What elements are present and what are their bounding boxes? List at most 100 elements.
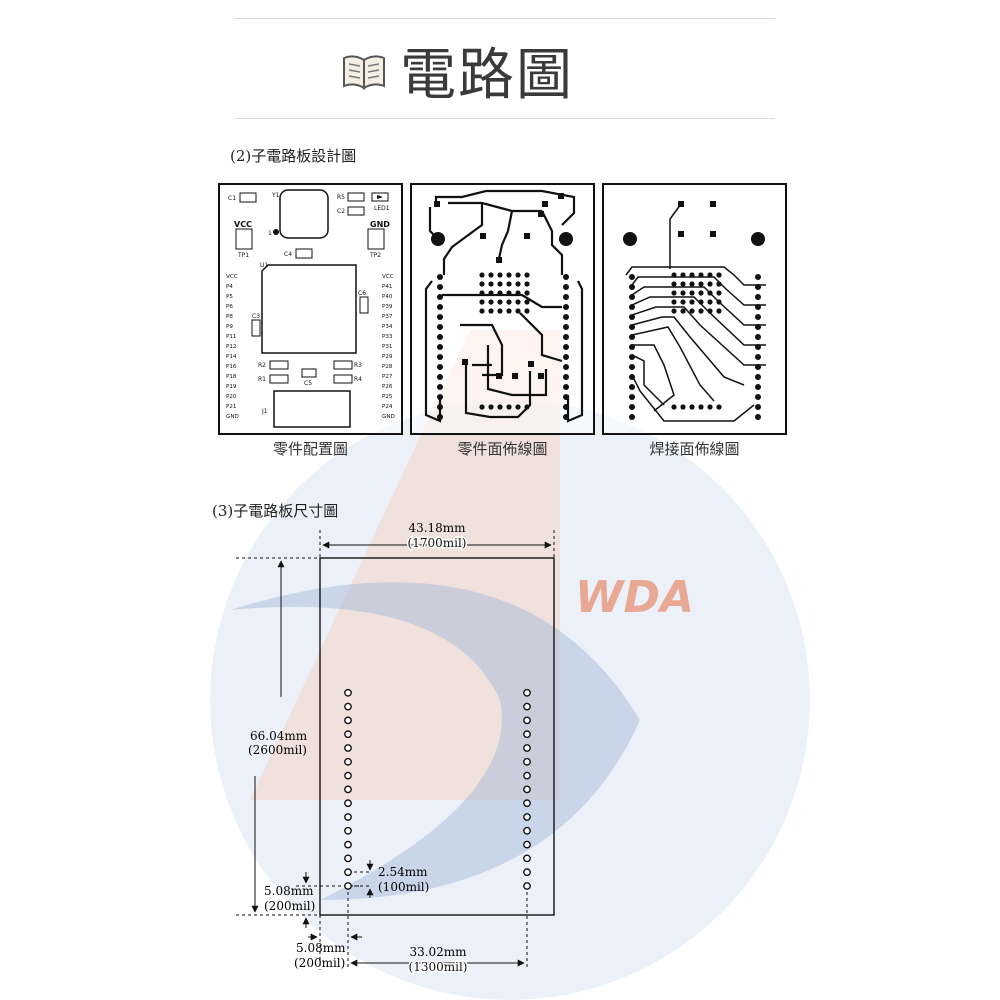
right-row-hole	[523, 757, 531, 766]
header-pad	[629, 384, 635, 390]
chip-pad	[506, 299, 512, 305]
height-mm-label: 66.04mm	[250, 729, 308, 743]
top-divider	[235, 18, 775, 19]
chip-pad	[698, 308, 704, 314]
header-pad	[629, 354, 635, 360]
right-pin-label: P31	[382, 344, 393, 350]
connector-pad	[707, 404, 713, 410]
right-row-hole	[523, 785, 531, 794]
chip-pad	[698, 281, 704, 287]
header-pad	[629, 374, 635, 380]
header-pad	[563, 274, 569, 280]
connector-pad	[488, 404, 494, 410]
chip-pad	[497, 299, 503, 305]
chip-pad	[497, 290, 503, 296]
chip-u1	[261, 264, 357, 354]
chip-pad	[497, 281, 503, 287]
header-pad	[629, 274, 635, 280]
left-pin-label: P5	[226, 294, 233, 300]
right-pin-label: P26	[382, 384, 393, 390]
label-c4: C4	[284, 251, 292, 258]
right-pin-label: P34	[382, 324, 393, 330]
header-pad	[629, 324, 635, 330]
chip-pad	[698, 272, 704, 278]
label-pin-one: 1	[268, 230, 272, 237]
label-j1: J1	[261, 408, 268, 415]
header-pad	[437, 354, 443, 360]
right-row-hole	[523, 826, 531, 835]
header-pad	[563, 354, 569, 360]
chip-pad	[506, 308, 512, 314]
header-pad	[563, 294, 569, 300]
header-pad	[629, 284, 635, 290]
width-mm-label: 43.18mm	[408, 521, 466, 535]
label-r2: R2	[258, 362, 266, 369]
right-pin-label: GND	[382, 414, 395, 420]
left-row-hole	[344, 757, 352, 766]
header-pad	[437, 284, 443, 290]
chip-pad	[716, 281, 722, 287]
chip-pad	[707, 308, 713, 314]
chip-pad	[488, 299, 494, 305]
header-pad	[755, 414, 761, 420]
caption-component-side-routing: 零件面佈線圖	[457, 440, 548, 458]
left-row-hole	[344, 716, 352, 725]
connector-pad	[698, 404, 704, 410]
right-pin-label: P41	[382, 284, 393, 290]
chip-pad	[716, 299, 722, 305]
width-mil-label: (1700mil)	[408, 536, 467, 550]
connector-pad	[524, 404, 530, 410]
header-pad	[629, 314, 635, 320]
chip-pad	[506, 272, 512, 278]
connector-pad	[671, 404, 677, 410]
header-pad	[437, 294, 443, 300]
chip-pad	[506, 290, 512, 296]
header-pad	[437, 414, 443, 420]
height-mil-label: (2600mil)	[248, 743, 307, 757]
right-pin-label: P33	[382, 334, 393, 340]
title-divider	[235, 118, 775, 119]
chip-pad	[488, 308, 494, 314]
header-pad	[563, 334, 569, 340]
label-tp1: TP1	[237, 252, 249, 259]
left-pin-label: P6	[226, 304, 233, 310]
right-pin-label: P37	[382, 314, 393, 320]
header-pad	[563, 384, 569, 390]
header-pad	[755, 344, 761, 350]
left-row-hole	[344, 785, 352, 794]
header-pad	[437, 304, 443, 310]
header-pad	[755, 284, 761, 290]
right-row-hole	[523, 813, 531, 821]
right-pin-label: P25	[382, 394, 393, 400]
left-pin-label: P21	[226, 404, 237, 410]
right-row-hole	[523, 744, 531, 752]
header-pad	[629, 334, 635, 340]
chip-pad	[680, 299, 686, 305]
chip-pad	[707, 281, 713, 287]
row-spacing-mm-label: 33.02mm	[409, 945, 467, 959]
chip-pad	[488, 272, 494, 278]
right-row-hole	[523, 868, 531, 877]
label-r4: R4	[354, 376, 362, 383]
header-pad	[563, 404, 569, 410]
header-pad	[563, 284, 569, 290]
chip-pad	[515, 299, 521, 305]
label-led1: LED1	[374, 205, 390, 212]
chip-pad	[524, 272, 530, 278]
header-pad	[437, 374, 443, 380]
left-pin-label: P8	[226, 314, 233, 320]
left-row-hole	[344, 799, 352, 808]
chip-pad	[689, 290, 695, 296]
chip-pad	[515, 272, 521, 278]
header-pad	[629, 304, 635, 310]
left-offset-mm-label: 5.08mm	[296, 941, 346, 955]
connector-pad	[497, 404, 503, 410]
connector-pad	[689, 404, 695, 410]
left-pin-label: P14	[226, 354, 237, 360]
chip-pad	[515, 281, 521, 287]
label-gnd: GND	[370, 220, 390, 229]
left-row-hole	[344, 813, 352, 821]
page-title: 電路圖	[400, 43, 574, 108]
header-pad	[755, 314, 761, 320]
